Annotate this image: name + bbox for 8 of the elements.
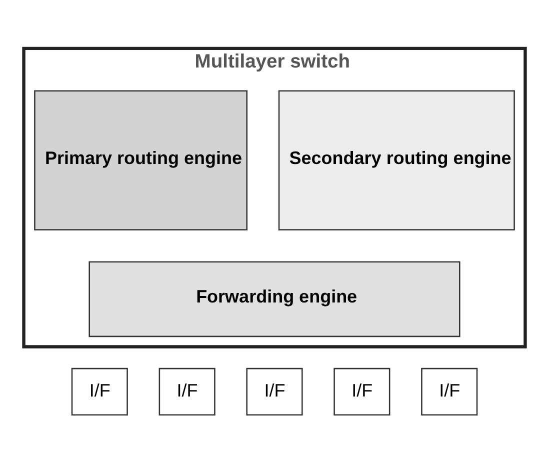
node-box: Forwarding engine	[88, 260, 460, 337]
node-box: I/F	[246, 367, 303, 415]
node-box: Secondary routing engine	[278, 90, 515, 230]
node-box: I/F	[158, 367, 216, 415]
node-box: I/F	[334, 367, 390, 415]
node-box: I/F	[421, 367, 478, 415]
node-box: I/F	[71, 367, 128, 415]
node-box: Primary routing engine	[34, 90, 248, 230]
